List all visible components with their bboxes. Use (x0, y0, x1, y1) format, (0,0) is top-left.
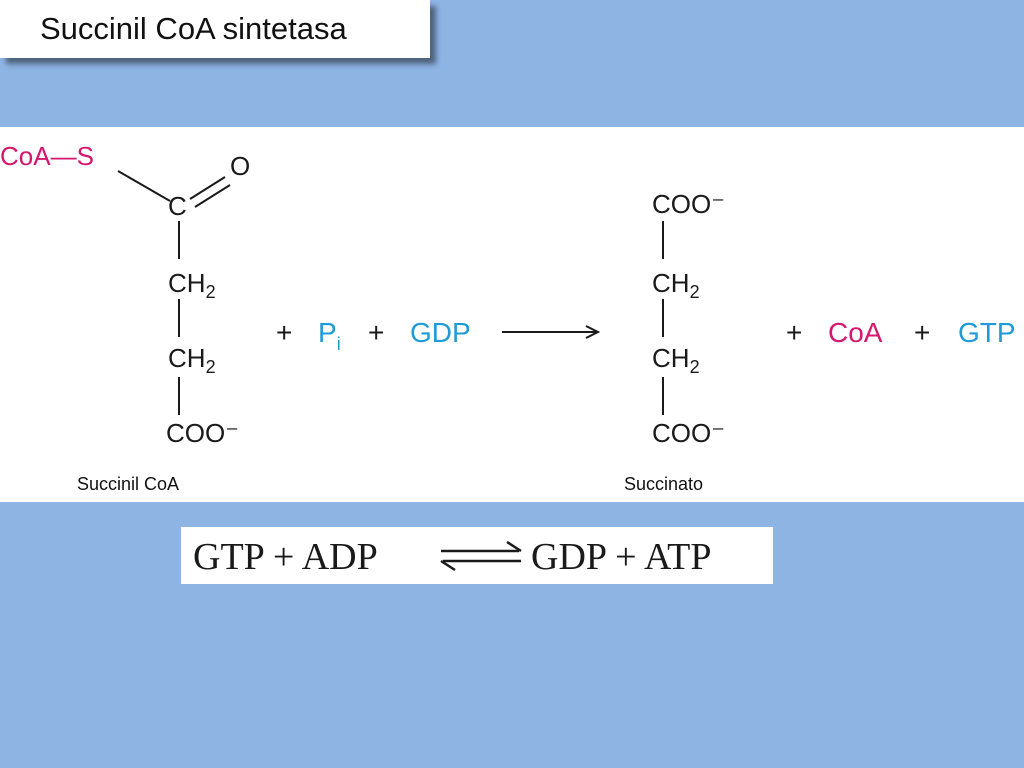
coa-product-label: CoA (828, 317, 883, 348)
coo-succinyl: COO⁻ (166, 418, 239, 448)
equilibrium-box: GTP + ADP GDP + ATP (181, 527, 773, 584)
coo-top: COO⁻ (652, 189, 725, 219)
double-bond-2 (194, 184, 231, 208)
equilibrium-left: GTP + ADP (193, 536, 378, 578)
ch2-second: CH2 (168, 343, 216, 377)
reaction-diagram: CoA—S O C CH2 CH2 COO⁻ + Pi + GDP COO⁻ C… (0, 141, 1016, 448)
slide-title-box: Succinil CoA sintetasa (0, 0, 430, 58)
succ-ch2-first: CH2 (652, 268, 700, 302)
eq-arrow-forward-head (506, 540, 522, 553)
carbonyl-carbon: C (168, 191, 187, 221)
gtp-label: GTP (958, 317, 1016, 348)
plus-4: + (914, 317, 930, 348)
pi-label: Pi (318, 317, 341, 354)
coa-s-group: CoA—S (0, 141, 94, 171)
reaction-arrow-head (585, 325, 601, 339)
coo-bottom: COO⁻ (652, 418, 725, 448)
plus-2: + (368, 317, 384, 348)
oxygen-label: O (230, 151, 250, 181)
equilibrium-equation: GTP + ADP GDP + ATP (193, 536, 712, 578)
plus-1: + (276, 317, 292, 348)
equilibrium-right: GDP + ATP (531, 536, 712, 578)
eq-arrow-back-head (440, 559, 456, 572)
ch2-first: CH2 (168, 268, 216, 302)
caption-succinyl-coa: Succinil CoA (77, 474, 180, 494)
slide-title: Succinil CoA sintetasa (40, 11, 347, 46)
bond-s-c (117, 170, 171, 202)
double-bond-1 (189, 176, 226, 200)
gdp-label: GDP (410, 317, 471, 348)
reaction-panel: CoA—S O C CH2 CH2 COO⁻ + Pi + GDP COO⁻ C… (0, 127, 1024, 502)
caption-succinate: Succinato (624, 474, 704, 494)
succ-ch2-second: CH2 (652, 343, 700, 377)
plus-3: + (786, 317, 802, 348)
